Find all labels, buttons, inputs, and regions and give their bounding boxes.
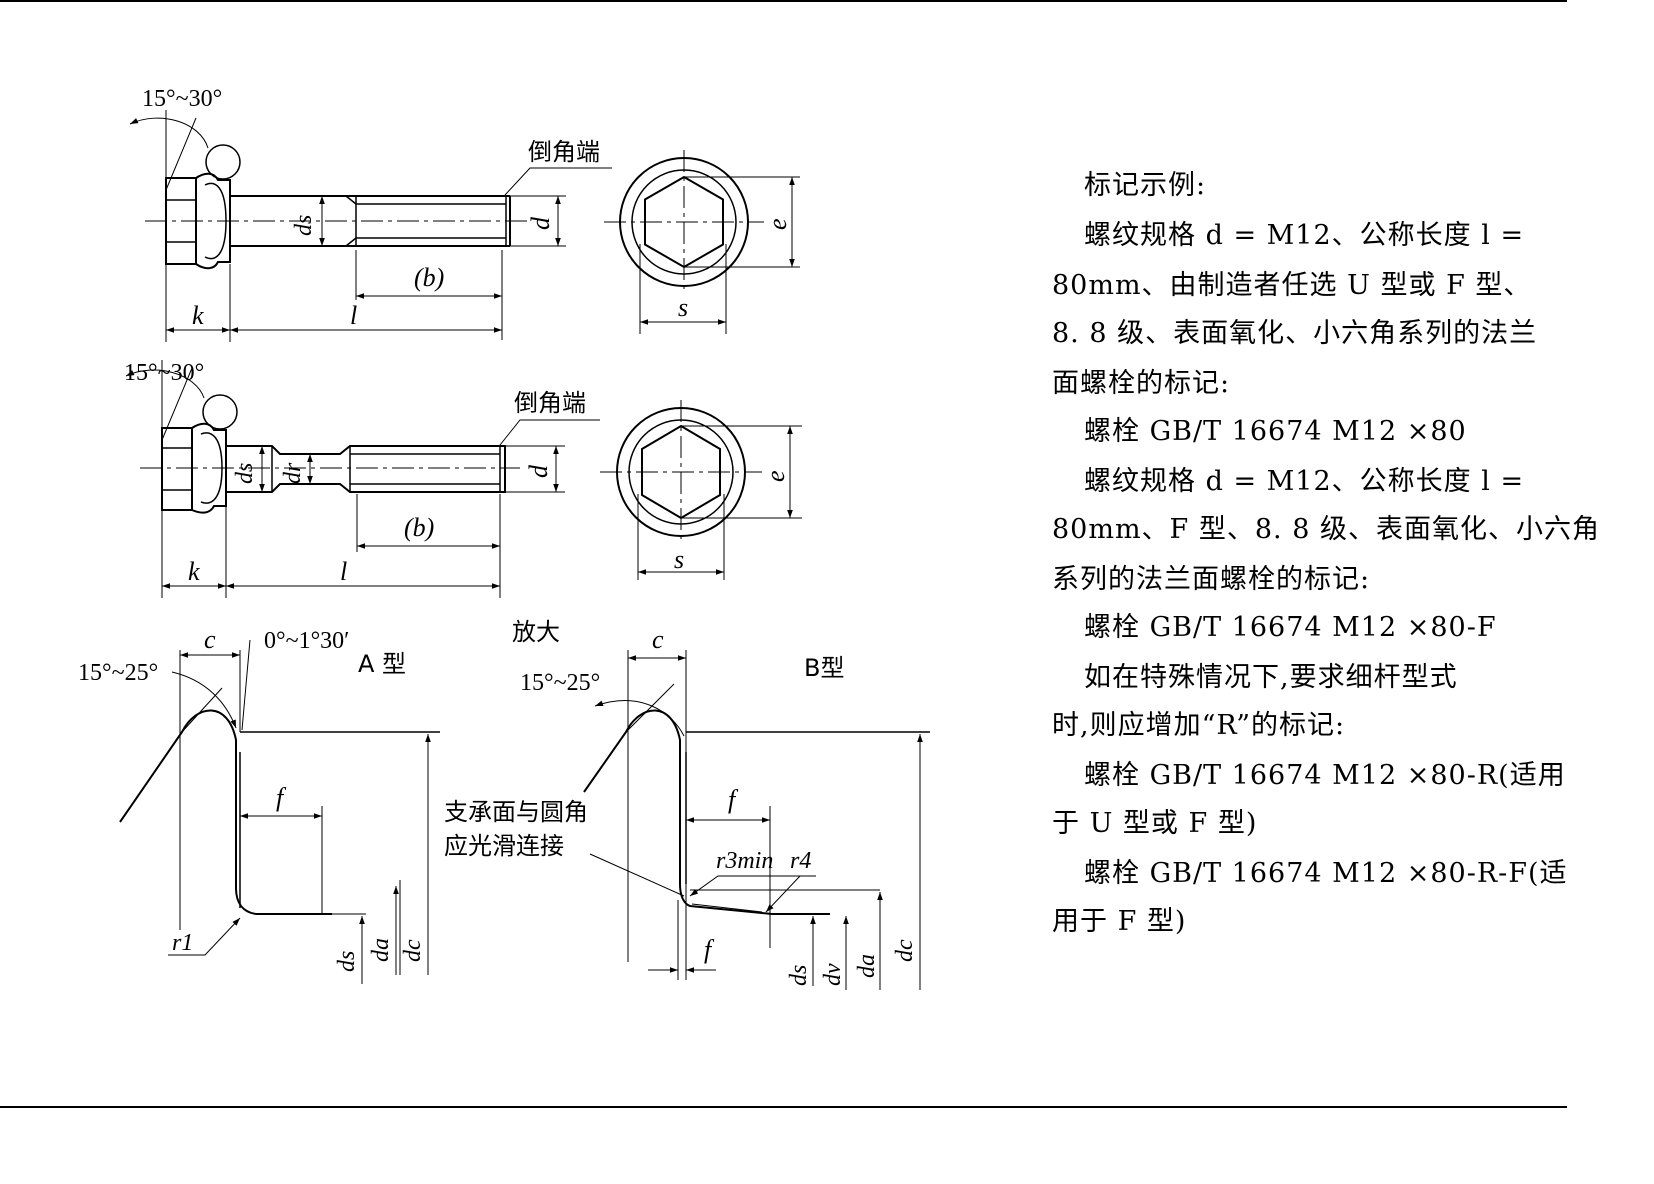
type-b-detail [583, 650, 930, 990]
type-a-angle1: 15°~25° [78, 660, 158, 686]
type-b-note-line1: 支承面与圆角 [444, 798, 588, 826]
note-line: 如在特殊情况下,要求细杆型式 [1084, 662, 1458, 693]
top-bolt-end-view [604, 150, 800, 334]
note-line: 螺栓 GB/T 16674 M12 ×80-R-F(适 [1084, 858, 1568, 889]
note-line: 用于 F 型) [1052, 906, 1187, 937]
top-bolt-s-label: s [678, 293, 688, 322]
top-bolt-e-label: e [763, 218, 792, 230]
mid-bolt-side-view [125, 360, 600, 598]
type-b-dc-label: dc [892, 939, 918, 962]
note-line: 螺纹规格 d = M12、公称长度 l = [1084, 466, 1525, 497]
mid-bolt-b-label: (b) [404, 513, 434, 542]
note-line: 螺栓 GB/T 16674 M12 ×80-F [1084, 612, 1497, 643]
top-bolt-end-label: 倒角端 [528, 138, 600, 166]
enlarged-label: 放大 [512, 618, 560, 646]
mid-bolt-angle-label: 15°~30° [124, 360, 204, 386]
top-bolt-l-label: l [350, 301, 357, 330]
mid-bolt-end-label: 倒角端 [514, 389, 586, 417]
top-bolt-side-view [129, 110, 612, 342]
note-line: 面螺栓的标记: [1052, 368, 1231, 399]
type-a-r1-label: r1 [172, 930, 193, 956]
note-line: 系列的法兰面螺栓的标记: [1052, 564, 1371, 595]
type-b-angle: 15°~25° [520, 670, 600, 696]
type-a-dc-label: dc [400, 939, 426, 962]
type-a-f-label: f [276, 783, 287, 812]
mid-bolt-ds-label: ds [232, 463, 258, 484]
type-b-f-bottom-label: f [704, 935, 715, 964]
type-a-ds-label: ds [334, 951, 360, 972]
top-bolt-b-label: (b) [414, 263, 444, 292]
note-line: 时,则应增加“R”的标记: [1052, 710, 1346, 741]
mid-bolt-e-label: e [761, 470, 790, 482]
bottom-border [0, 1106, 1567, 1108]
note-line: 于 U 型或 F 型) [1052, 808, 1258, 839]
type-a-title: A 型 [358, 650, 406, 678]
technical-drawing: 15°~30° 倒角端 ds d (b) k l e s 15°~30° 倒角端… [78, 86, 930, 990]
mid-bolt-d-label: d [524, 464, 553, 478]
type-a-da-label: da [368, 938, 394, 962]
note-line: 螺纹规格 d = M12、公称长度 l = [1084, 220, 1525, 251]
type-b-dv-label: dv [820, 963, 846, 986]
top-bolt-angle-label: 15°~30° [142, 86, 222, 112]
type-b-f-top-label: f [728, 785, 739, 814]
mid-bolt-end-view [600, 400, 802, 580]
top-border [0, 0, 1567, 2]
type-b-ds-label: ds [786, 965, 812, 986]
note-line: 螺栓 GB/T 16674 M12 ×80-R(适用 [1084, 760, 1566, 791]
note-line: 80mm、由制造者任选 U 型或 F 型、 [1052, 270, 1532, 301]
type-b-da-label: da [854, 954, 880, 978]
mid-bolt-k-label: k [188, 557, 200, 586]
note-heading: 标记示例: [1084, 170, 1207, 201]
note-line: 80mm、F 型、8. 8 级、表面氧化、小六角 [1052, 514, 1600, 545]
mid-bolt-dr-label: dr [280, 462, 306, 484]
type-b-title: B型 [804, 654, 844, 682]
top-bolt-ds-label: ds [291, 215, 317, 236]
top-bolt-k-label: k [192, 301, 204, 330]
type-a-c-label: c [204, 625, 216, 654]
mid-bolt-l-label: l [340, 557, 347, 586]
type-a-detail [119, 639, 440, 984]
type-b-r4-label: r4 [790, 848, 811, 874]
type-b-r3min-label: r3min [716, 848, 773, 874]
type-b-note-line2: 应光滑连接 [444, 832, 564, 860]
note-line: 螺栓 GB/T 16674 M12 ×80 [1084, 416, 1467, 447]
top-bolt-d-label: d [526, 216, 555, 230]
note-line: 8. 8 级、表面氧化、小六角系列的法兰 [1052, 318, 1538, 349]
mid-bolt-s-label: s [674, 545, 684, 574]
type-b-c-label: c [652, 625, 664, 654]
type-a-angle2: 0°~1°30′ [264, 628, 349, 654]
